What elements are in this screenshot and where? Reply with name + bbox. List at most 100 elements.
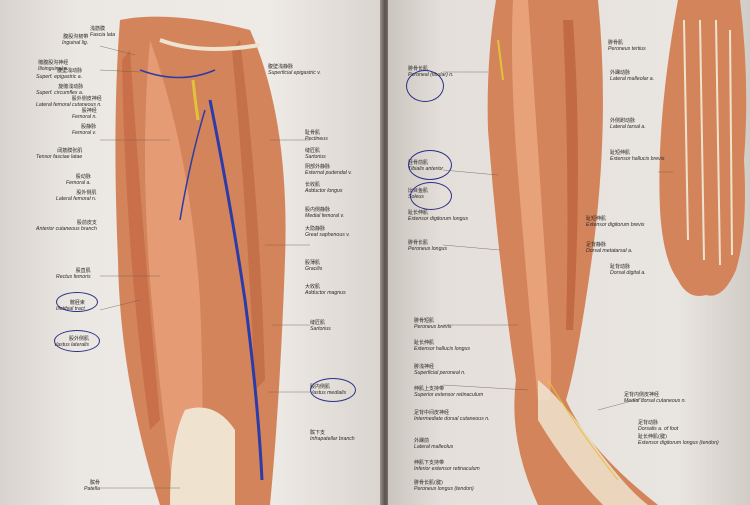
label-chinese-term: 腓骨肌 <box>608 40 624 46</box>
label-latin-term: Adductor magnus <box>305 290 346 296</box>
label-latin-term: Inguinal lig. <box>62 40 89 46</box>
ink-circle-annotation <box>310 378 356 402</box>
label-latin-term: Superficial peroneal n. <box>414 370 466 376</box>
ink-circle-annotation <box>406 70 444 102</box>
label-chinese-term: 股内侧静脉 <box>305 207 331 213</box>
anatomy-label: 趾长伸肌(腱)Extensor digitorum longus (tendon… <box>638 434 719 446</box>
label-chinese-term: 腓骨长肌 <box>408 66 429 72</box>
label-latin-term: Superficial epigastric v. <box>268 70 321 76</box>
label-latin-term: Femoral v. <box>72 130 97 136</box>
label-latin-term: Dorsal digital a. <box>610 270 646 276</box>
label-latin-term: Rectus femoris <box>56 274 91 280</box>
label-chinese-term: 髂腹股沟神经 <box>38 60 69 66</box>
label-latin-term: Dorsalis a. of foot <box>638 426 679 432</box>
label-chinese-term: 伸肌下支持带 <box>414 460 445 466</box>
label-latin-term: Ilioinguinal n. <box>38 66 69 72</box>
label-chinese-term: 足背内侧皮神经 <box>624 392 660 398</box>
label-chinese-term: 耻骨肌 <box>305 130 321 136</box>
label-chinese-term: 股直肌 <box>75 268 91 274</box>
label-latin-term: Extensor digitorum longus <box>408 216 468 222</box>
anatomy-label: 腓骨长肌(腱)Peroneus longus (tendon) <box>414 480 474 492</box>
label-chinese-term: 大收肌 <box>305 284 321 290</box>
label-chinese-term: 股神经 <box>81 108 97 114</box>
ink-circle-annotation <box>410 182 452 210</box>
label-chinese-term: 腓浅神经 <box>414 364 435 370</box>
label-latin-term: Sartorius <box>305 154 326 160</box>
label-latin-term: Tensor fasciae latae <box>36 154 83 160</box>
label-latin-term: Lateral tarsal a. <box>610 124 646 130</box>
label-chinese-term: 趾短伸肌 <box>610 150 631 156</box>
label-latin-term: Lateral malleolar a. <box>610 76 655 82</box>
label-chinese-term: 趾短伸肌 <box>586 216 607 222</box>
label-chinese-term: 股外侧肌 <box>76 190 97 196</box>
label-latin-term: Patella <box>84 486 100 492</box>
label-chinese-term: 长收肌 <box>305 182 321 188</box>
label-chinese-term: 外侧跗动脉 <box>610 118 636 124</box>
ink-circle-annotation <box>56 292 98 312</box>
label-chinese-term: 腓骨短肌 <box>414 318 435 324</box>
label-chinese-term: 缝匠肌 <box>310 320 326 326</box>
label-latin-term: Peroneus longus (tendon) <box>414 486 474 492</box>
label-latin-term: Fascia lata <box>90 32 116 38</box>
thigh-anatomy-illustration <box>99 16 310 505</box>
label-chinese-term: 足背动脉 <box>638 420 659 426</box>
label-latin-term: Superf. epigastric a. <box>36 74 83 80</box>
label-latin-term: Medial femoral v. <box>305 213 345 219</box>
label-latin-term: Sartorius <box>310 326 331 332</box>
label-chinese-term: 足背静脉 <box>586 242 607 248</box>
label-chinese-term: 腹股沟韧带 <box>63 34 89 40</box>
label-chinese-term: 浅筋膜 <box>90 26 106 32</box>
label-chinese-term: 腓骨长肌 <box>408 240 429 246</box>
label-latin-term: Intermediate dorsal cutaneous n. <box>414 416 490 422</box>
label-chinese-term: 伸肌上支持带 <box>414 386 445 392</box>
label-chinese-term: 股前皮支 <box>76 220 97 226</box>
label-chinese-term: 髌骨 <box>89 480 100 486</box>
label-latin-term: Gracilis <box>305 266 323 272</box>
label-chinese-term: 旋髂浅动脉 <box>58 84 84 90</box>
label-chinese-term: 趾长伸肌 <box>408 210 429 216</box>
label-chinese-term: 趾长伸肌 <box>414 340 435 346</box>
label-latin-term: Adductor longus <box>305 188 343 194</box>
label-latin-term: Lateral femoral n. <box>56 196 97 202</box>
book-spine-gutter <box>380 0 390 505</box>
label-latin-term: Superf. circumflex a. <box>36 90 84 96</box>
label-chinese-term: 大隐静脉 <box>305 226 326 232</box>
label-latin-term: Extensor hallucis brevis <box>610 156 665 162</box>
label-latin-term: Peroneus brevis <box>414 324 452 330</box>
label-latin-term: Extensor digitorum brevis <box>586 222 645 228</box>
label-chinese-term: 股薄肌 <box>305 260 321 266</box>
label-latin-term: Superior extensor retinaculum <box>414 392 484 398</box>
label-chinese-term: 趾背动脉 <box>610 264 631 270</box>
label-chinese-term: 阴部外静脉 <box>305 164 331 170</box>
label-chinese-term: 阔筋膜张肌 <box>57 148 83 154</box>
label-latin-term: Infrapatellar branch <box>310 436 355 442</box>
label-latin-term: External pudendal v. <box>305 170 352 176</box>
label-latin-term: Femoral a. <box>66 180 91 186</box>
label-chinese-term: 股外侧皮神经 <box>71 96 102 102</box>
label-chinese-term: 腹壁浅动脉 <box>57 68 83 74</box>
